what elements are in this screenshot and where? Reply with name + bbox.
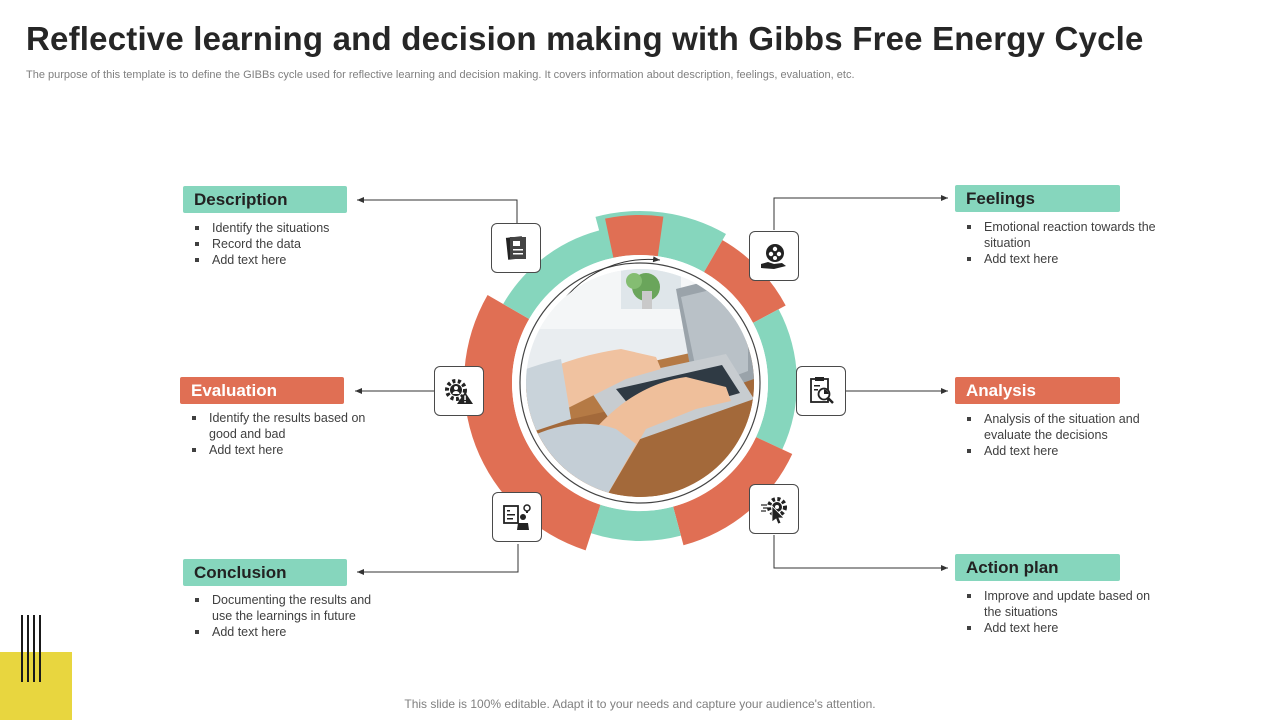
- action-plan-bullets: Improve and update based on the situatio…: [966, 588, 1166, 636]
- list-item: Identify the results based on good and b…: [191, 410, 386, 442]
- ring-segment-description: [503, 228, 614, 319]
- stage-label-conclusion: Conclusion: [183, 559, 347, 586]
- connector-conclusion: [357, 544, 519, 575]
- footer-note: This slide is 100% editable. Adapt it to…: [404, 697, 876, 711]
- list-item: Add text here: [194, 252, 364, 268]
- cycle-ring: [464, 211, 797, 551]
- ring-segment-description-top: [605, 214, 664, 258]
- corner-accent-block: [0, 652, 72, 720]
- connector-action-plan: [773, 535, 948, 571]
- stage-label-evaluation: Evaluation: [180, 377, 344, 404]
- stage-label-description: Description: [183, 186, 347, 213]
- corner-accent-line: [33, 615, 35, 682]
- laptop-photo: [526, 269, 754, 497]
- stage-label-analysis: Analysis: [955, 377, 1120, 404]
- gear-cursor-icon: [749, 484, 799, 534]
- emotion-hand-icon: [749, 231, 799, 281]
- presenter-idea-icon: [492, 492, 542, 542]
- list-item: Add text here: [966, 443, 1161, 459]
- ring-segment-action-plan: [753, 309, 797, 450]
- corner-accent-line: [27, 615, 29, 682]
- stage-label-feelings: Feelings: [955, 185, 1120, 212]
- ring-segment-conclusion-lower: [591, 504, 681, 541]
- list-item: Add text here: [191, 442, 386, 458]
- evaluation-bullets: Identify the results based on good and b…: [191, 410, 386, 458]
- document-icon: [491, 223, 541, 273]
- stage-label-action-plan: Action plan: [955, 554, 1120, 581]
- conclusion-bullets: Documenting the results and use the lear…: [194, 592, 389, 640]
- corner-accent-line: [21, 615, 23, 682]
- list-item: Add text here: [194, 624, 389, 640]
- list-item: Analysis of the situation and evaluate t…: [966, 411, 1161, 443]
- list-item: Identify the situations: [194, 220, 364, 236]
- connector-feelings: [773, 195, 948, 230]
- list-item: Add text here: [966, 251, 1156, 267]
- ring-segment-evaluation: [464, 295, 601, 551]
- list-item: Emotional reaction towards the situation: [966, 219, 1156, 251]
- analysis-bullets: Analysis of the situation and evaluate t…: [966, 411, 1161, 459]
- list-item: Record the data: [194, 236, 364, 252]
- page-subtitle: The purpose of this template is to defin…: [26, 69, 855, 81]
- connector-description: [357, 197, 518, 223]
- list-item: Documenting the results and use the lear…: [194, 592, 389, 624]
- list-item: Add text here: [966, 620, 1166, 636]
- corner-accent-line: [39, 615, 41, 682]
- ring-segment-conclusion: [673, 437, 793, 546]
- report-magnifier-icon: [796, 366, 846, 416]
- ring-segment-analysis: [704, 240, 786, 323]
- feelings-bullets: Emotional reaction towards the situation…: [966, 219, 1156, 267]
- gear-warning-icon: [434, 366, 484, 416]
- ring-inner-outline: [519, 262, 761, 504]
- page-title: Reflective learning and decision making …: [26, 20, 1144, 57]
- list-item: Improve and update based on the situatio…: [966, 588, 1166, 620]
- description-bullets: Identify the situations Record the data …: [194, 220, 364, 268]
